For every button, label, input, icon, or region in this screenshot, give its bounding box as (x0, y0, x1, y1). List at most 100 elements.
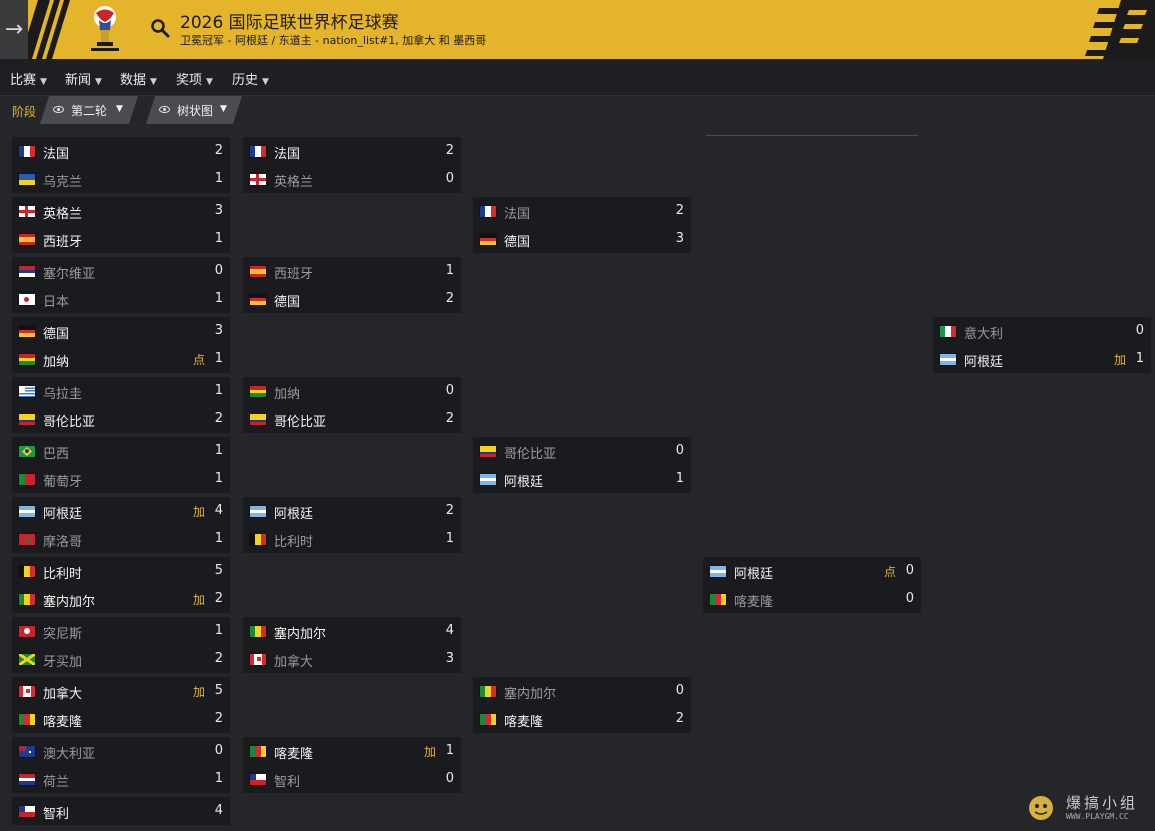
team-name[interactable]: 喀麦隆 (734, 595, 774, 610)
team-name[interactable]: 比利时 (43, 567, 83, 582)
team-name[interactable]: 塞内加尔 (43, 595, 96, 610)
round-dropdown[interactable]: 第二轮 ▼ (40, 96, 138, 124)
team-name[interactable]: 荷兰 (43, 775, 70, 790)
team-name[interactable]: 加纳 (43, 355, 70, 370)
team-name[interactable]: 澳大利亚 (43, 747, 96, 762)
team-name[interactable]: 塞内加尔 (274, 627, 327, 642)
team-name[interactable]: 阿根廷 (734, 567, 774, 582)
team-name[interactable]: 塞内加尔 (504, 687, 557, 702)
team-name[interactable]: 哥伦比亚 (504, 447, 557, 462)
team-name[interactable]: 英格兰 (43, 207, 83, 222)
team-name[interactable]: 德国 (504, 235, 531, 250)
nav-history[interactable]: 历史▼ (232, 69, 269, 88)
team-name[interactable]: 阿根廷 (43, 507, 83, 522)
team-name[interactable]: 突尼斯 (43, 627, 83, 642)
team-name[interactable]: 哥伦比亚 (43, 415, 96, 430)
team-name[interactable]: 西班牙 (274, 267, 314, 282)
team-name[interactable]: 西班牙 (43, 235, 83, 250)
team-name[interactable]: 阿根廷 (964, 355, 1004, 370)
team-name[interactable]: 哥伦比亚 (274, 415, 327, 430)
team-name[interactable]: 智利 (43, 807, 70, 822)
team-name[interactable]: 法国 (504, 207, 531, 222)
team-name[interactable]: 乌拉圭 (43, 387, 83, 402)
back-arrow-icon[interactable]: → (0, 0, 28, 59)
team-name[interactable]: 乌克兰 (43, 175, 83, 190)
team-name[interactable]: 阿根廷 (274, 507, 314, 522)
team-name[interactable]: 巴西 (43, 447, 70, 462)
view-dropdown[interactable]: 树状图 ▼ (146, 96, 242, 124)
team-name[interactable]: 英格兰 (274, 175, 314, 190)
nav-awards[interactable]: 奖项▼ (176, 69, 213, 88)
team-name[interactable]: 意大利 (964, 327, 1004, 342)
nav-stats[interactable]: 数据▼ (120, 69, 157, 88)
team-name[interactable]: 摩洛哥 (43, 535, 83, 550)
team-name[interactable]: 喀麦隆 (504, 715, 544, 730)
team-name[interactable]: 牙买加 (43, 655, 83, 670)
team-name[interactable]: 日本 (43, 295, 70, 310)
team-name[interactable]: 德国 (43, 327, 70, 342)
search-icon[interactable] (150, 18, 170, 38)
team-name[interactable]: 智利 (274, 775, 301, 790)
team-name[interactable]: 喀麦隆 (43, 715, 83, 730)
team-name[interactable]: 德国 (274, 295, 301, 310)
nav-matches[interactable]: 比赛▼ (10, 69, 47, 88)
team-name[interactable]: 喀麦隆 (274, 747, 314, 762)
team-name[interactable]: 阿根廷 (504, 475, 544, 490)
nav-news[interactable]: 新闻▼ (65, 69, 102, 88)
team-name[interactable]: 法国 (274, 147, 301, 162)
team-name[interactable]: 法国 (43, 147, 70, 162)
